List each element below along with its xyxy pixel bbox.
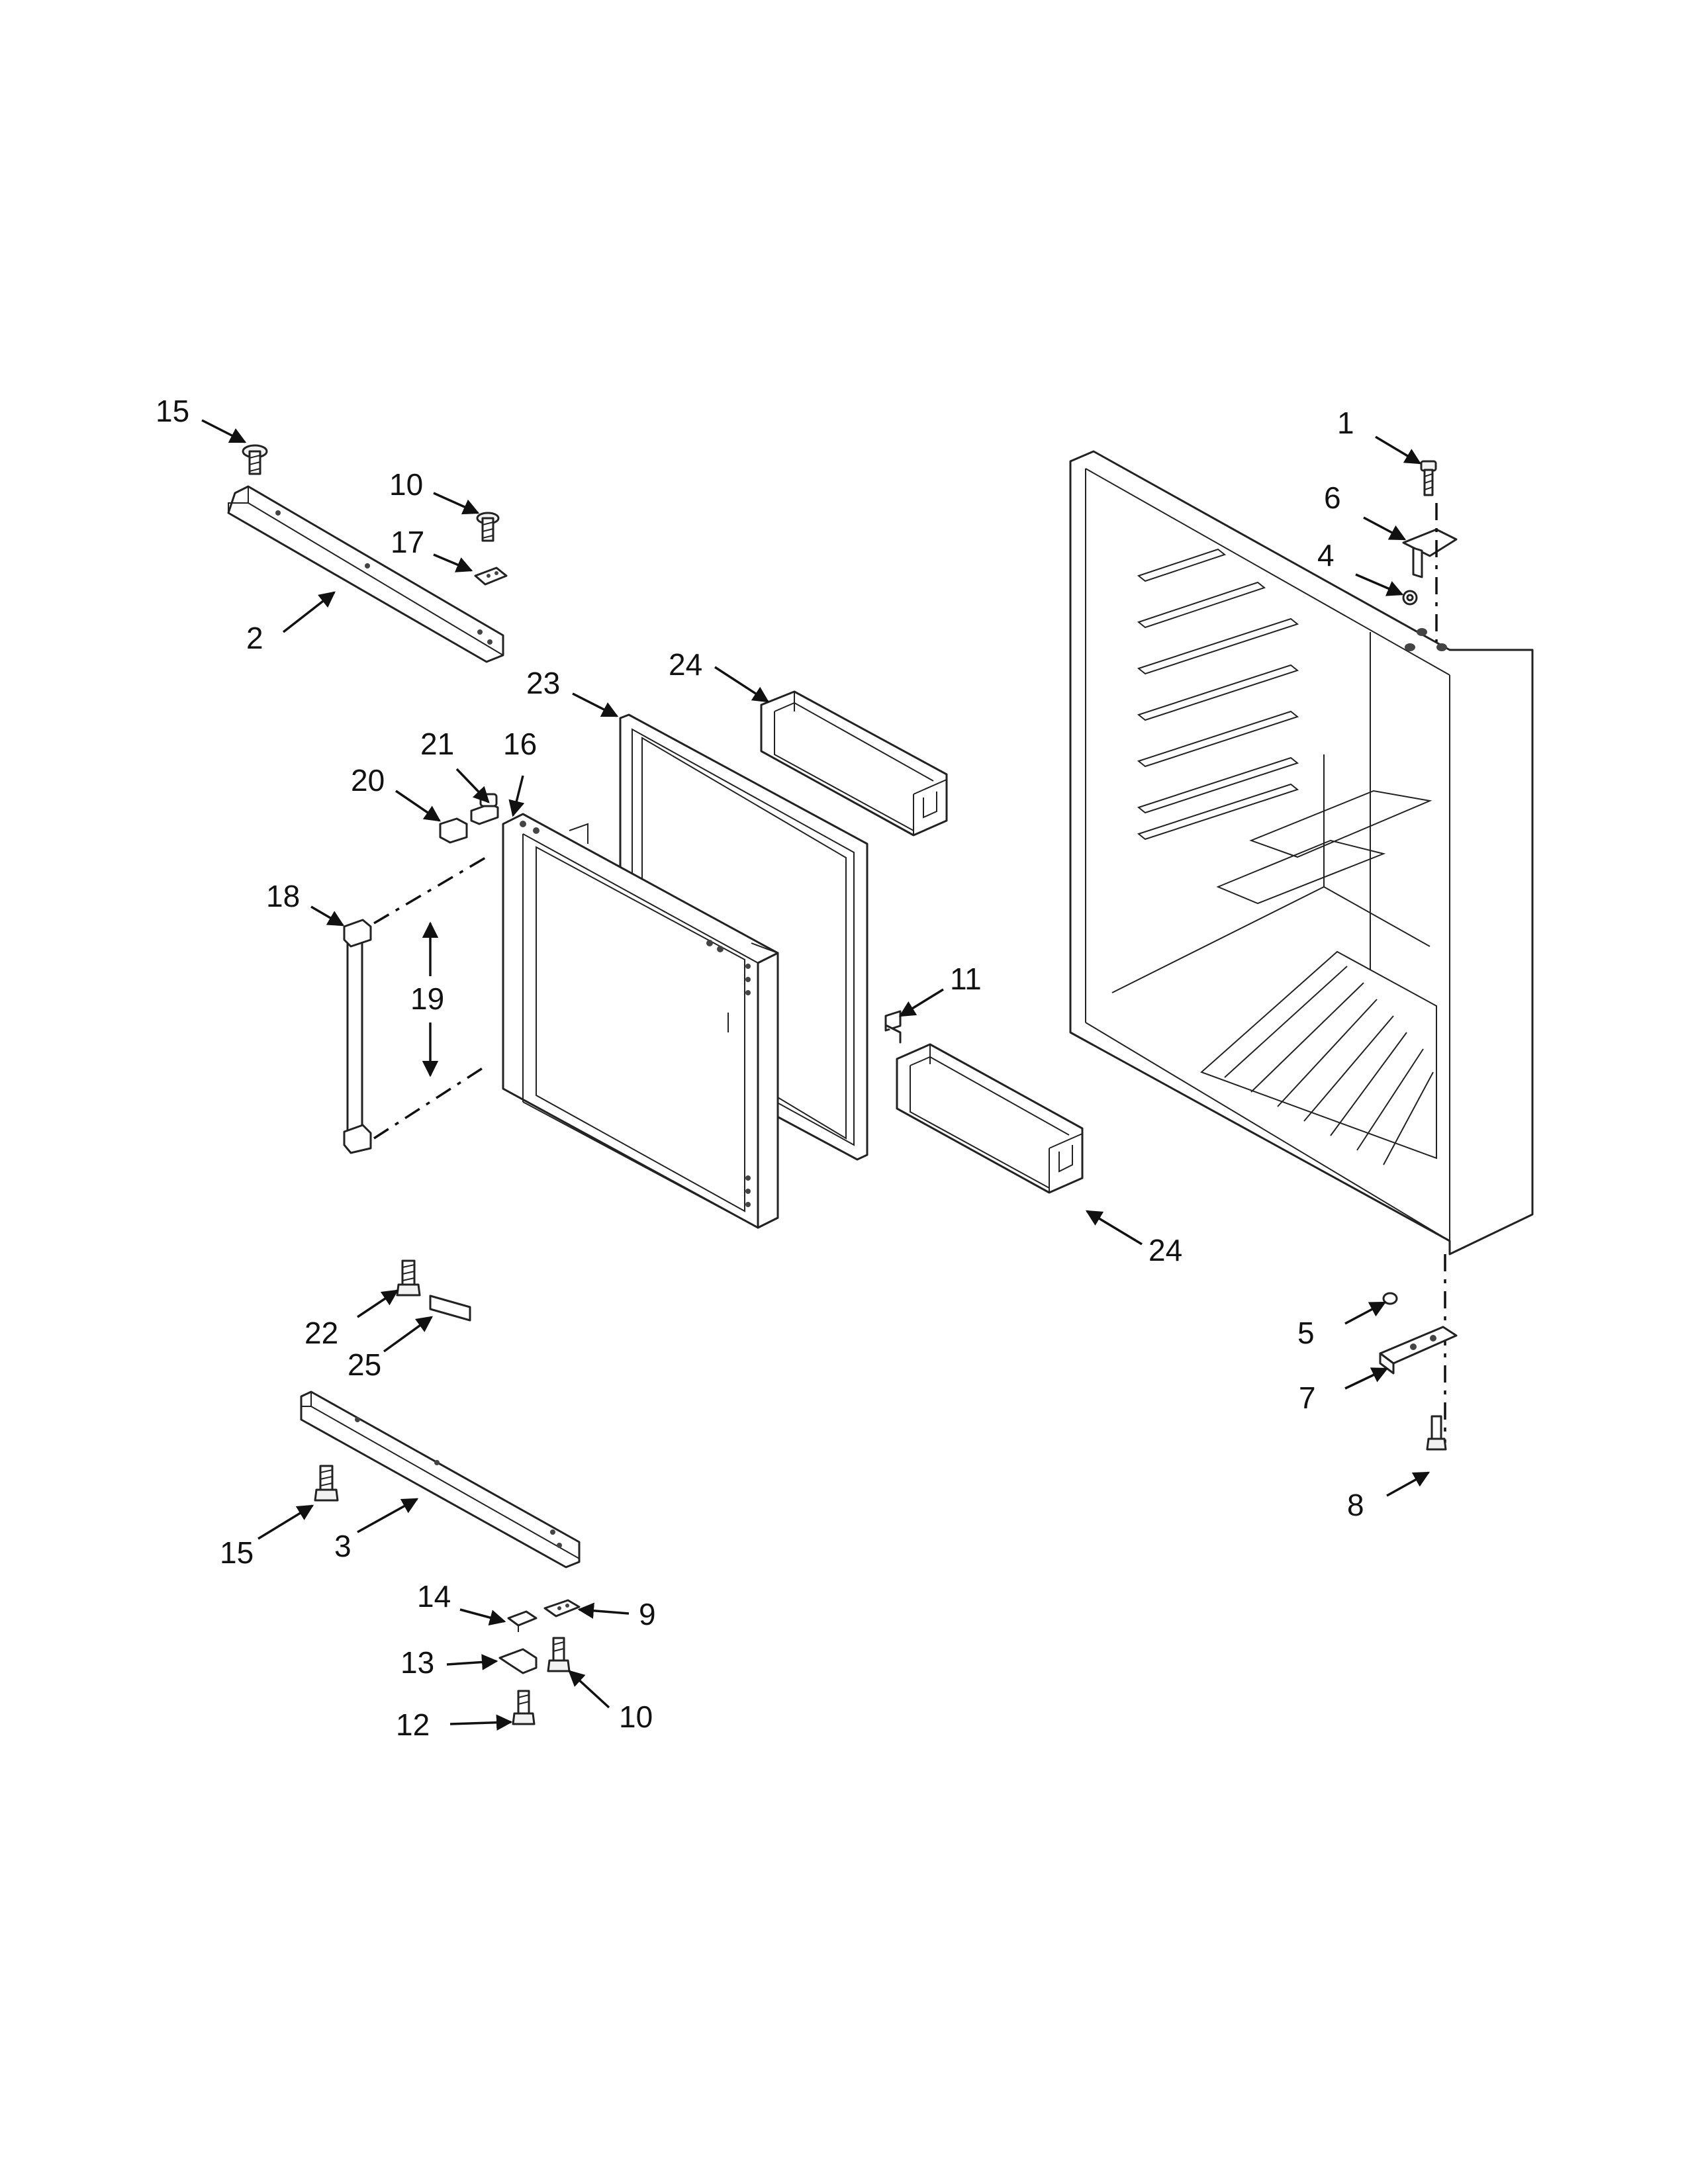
leader-arrows: [201, 419, 1430, 1731]
callout-1: 1: [1337, 406, 1354, 440]
callout-12: 12: [396, 1707, 430, 1742]
callout-11: 11: [950, 962, 982, 996]
callout-24-lower: 24: [1149, 1233, 1182, 1267]
callout-15-bottom: 15: [220, 1535, 254, 1570]
callout-16: 16: [503, 727, 537, 761]
bottom-hinge-cover: [543, 1599, 581, 1617]
top-hinge: [1402, 528, 1458, 578]
door-stop: [884, 1010, 902, 1044]
callout-19: 19: [410, 981, 444, 1016]
callout-7: 7: [1299, 1381, 1316, 1415]
callout-18: 18: [266, 879, 300, 913]
top-hinge-cover: [474, 567, 508, 586]
freezer-door: [502, 813, 779, 1229]
callout-24-upper: 24: [669, 647, 702, 682]
handle-axis-bottom: [373, 1064, 487, 1140]
callout-15-top: 15: [156, 394, 189, 428]
callout-22: 22: [305, 1316, 338, 1350]
callout-10-bottom: 10: [619, 1700, 653, 1734]
bottom-bracket-screw: [547, 1637, 571, 1672]
cabinet-liner: [1069, 450, 1534, 1255]
top-trim-bar: [227, 485, 504, 663]
callout-3: 3: [334, 1529, 352, 1563]
callout-21: 21: [420, 727, 454, 761]
callout-2: 2: [246, 621, 263, 655]
handle-axis-top: [373, 856, 487, 925]
top-hinge-cover-screw: [476, 512, 500, 542]
callout-25: 25: [348, 1347, 381, 1382]
bottom-trim-bar: [300, 1390, 581, 1569]
callout-5: 5: [1297, 1316, 1315, 1350]
top-trim-screw: [242, 444, 268, 475]
door-bin-lower: [896, 1043, 1084, 1194]
bottom-trim-screw-upper: [396, 1259, 421, 1297]
hinge-washer: [1402, 590, 1418, 606]
bottom-hinge-cover-clip: [507, 1610, 538, 1632]
bottom-bracket: [498, 1648, 538, 1674]
callout-20: 20: [351, 763, 385, 797]
callout-10-top: 10: [389, 467, 423, 502]
door-bin-upper: [760, 690, 948, 837]
top-hinge-screw: [1420, 460, 1437, 496]
callout-14: 14: [417, 1579, 451, 1614]
callout-13: 13: [400, 1645, 434, 1680]
door-plug: [439, 817, 468, 844]
bottom-hinge: [1379, 1326, 1458, 1375]
callout-labels: 15 10 17 2 23 24 21 16 20 18 19 11 24 22…: [156, 394, 1364, 1742]
callout-9: 9: [639, 1597, 656, 1631]
callout-6: 6: [1324, 480, 1341, 515]
door-handle: [343, 919, 372, 1154]
callout-23: 23: [526, 666, 560, 700]
callout-4: 4: [1317, 538, 1335, 572]
callout-8: 8: [1347, 1488, 1364, 1522]
bottom-trim-screw: [314, 1465, 339, 1502]
rating-label: [429, 1295, 471, 1322]
callout-17: 17: [391, 525, 424, 559]
leveling-screw: [512, 1690, 536, 1725]
bottom-hinge-screw: [1426, 1415, 1447, 1451]
bottom-hinge-washer: [1382, 1292, 1398, 1305]
